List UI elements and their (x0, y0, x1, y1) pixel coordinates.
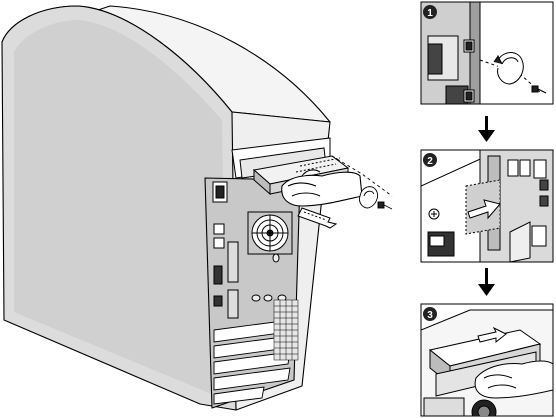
parallel-port (228, 290, 238, 318)
serial-port (228, 242, 238, 282)
step-2-panel: 2 (421, 150, 553, 262)
vent-grill (274, 300, 298, 360)
screw-icon (378, 202, 392, 209)
usb-ports (214, 266, 222, 284)
step-2-badge: 2 (423, 153, 437, 167)
step-2-number: 2 (427, 156, 433, 167)
ps2-port-2 (214, 238, 224, 248)
step-1-badge: 1 (423, 5, 437, 19)
down-arrow-icon (478, 116, 495, 142)
screw-bracket-icon (359, 187, 377, 208)
step-3-number: 3 (427, 310, 433, 321)
down-arrow-icon (478, 268, 495, 296)
ps2-port (214, 224, 224, 234)
step-3-panel: 3 (421, 304, 553, 418)
step-1-panel: 1 (421, 2, 553, 104)
step-3-badge: 3 (423, 307, 437, 321)
step-1-number: 1 (427, 8, 433, 19)
